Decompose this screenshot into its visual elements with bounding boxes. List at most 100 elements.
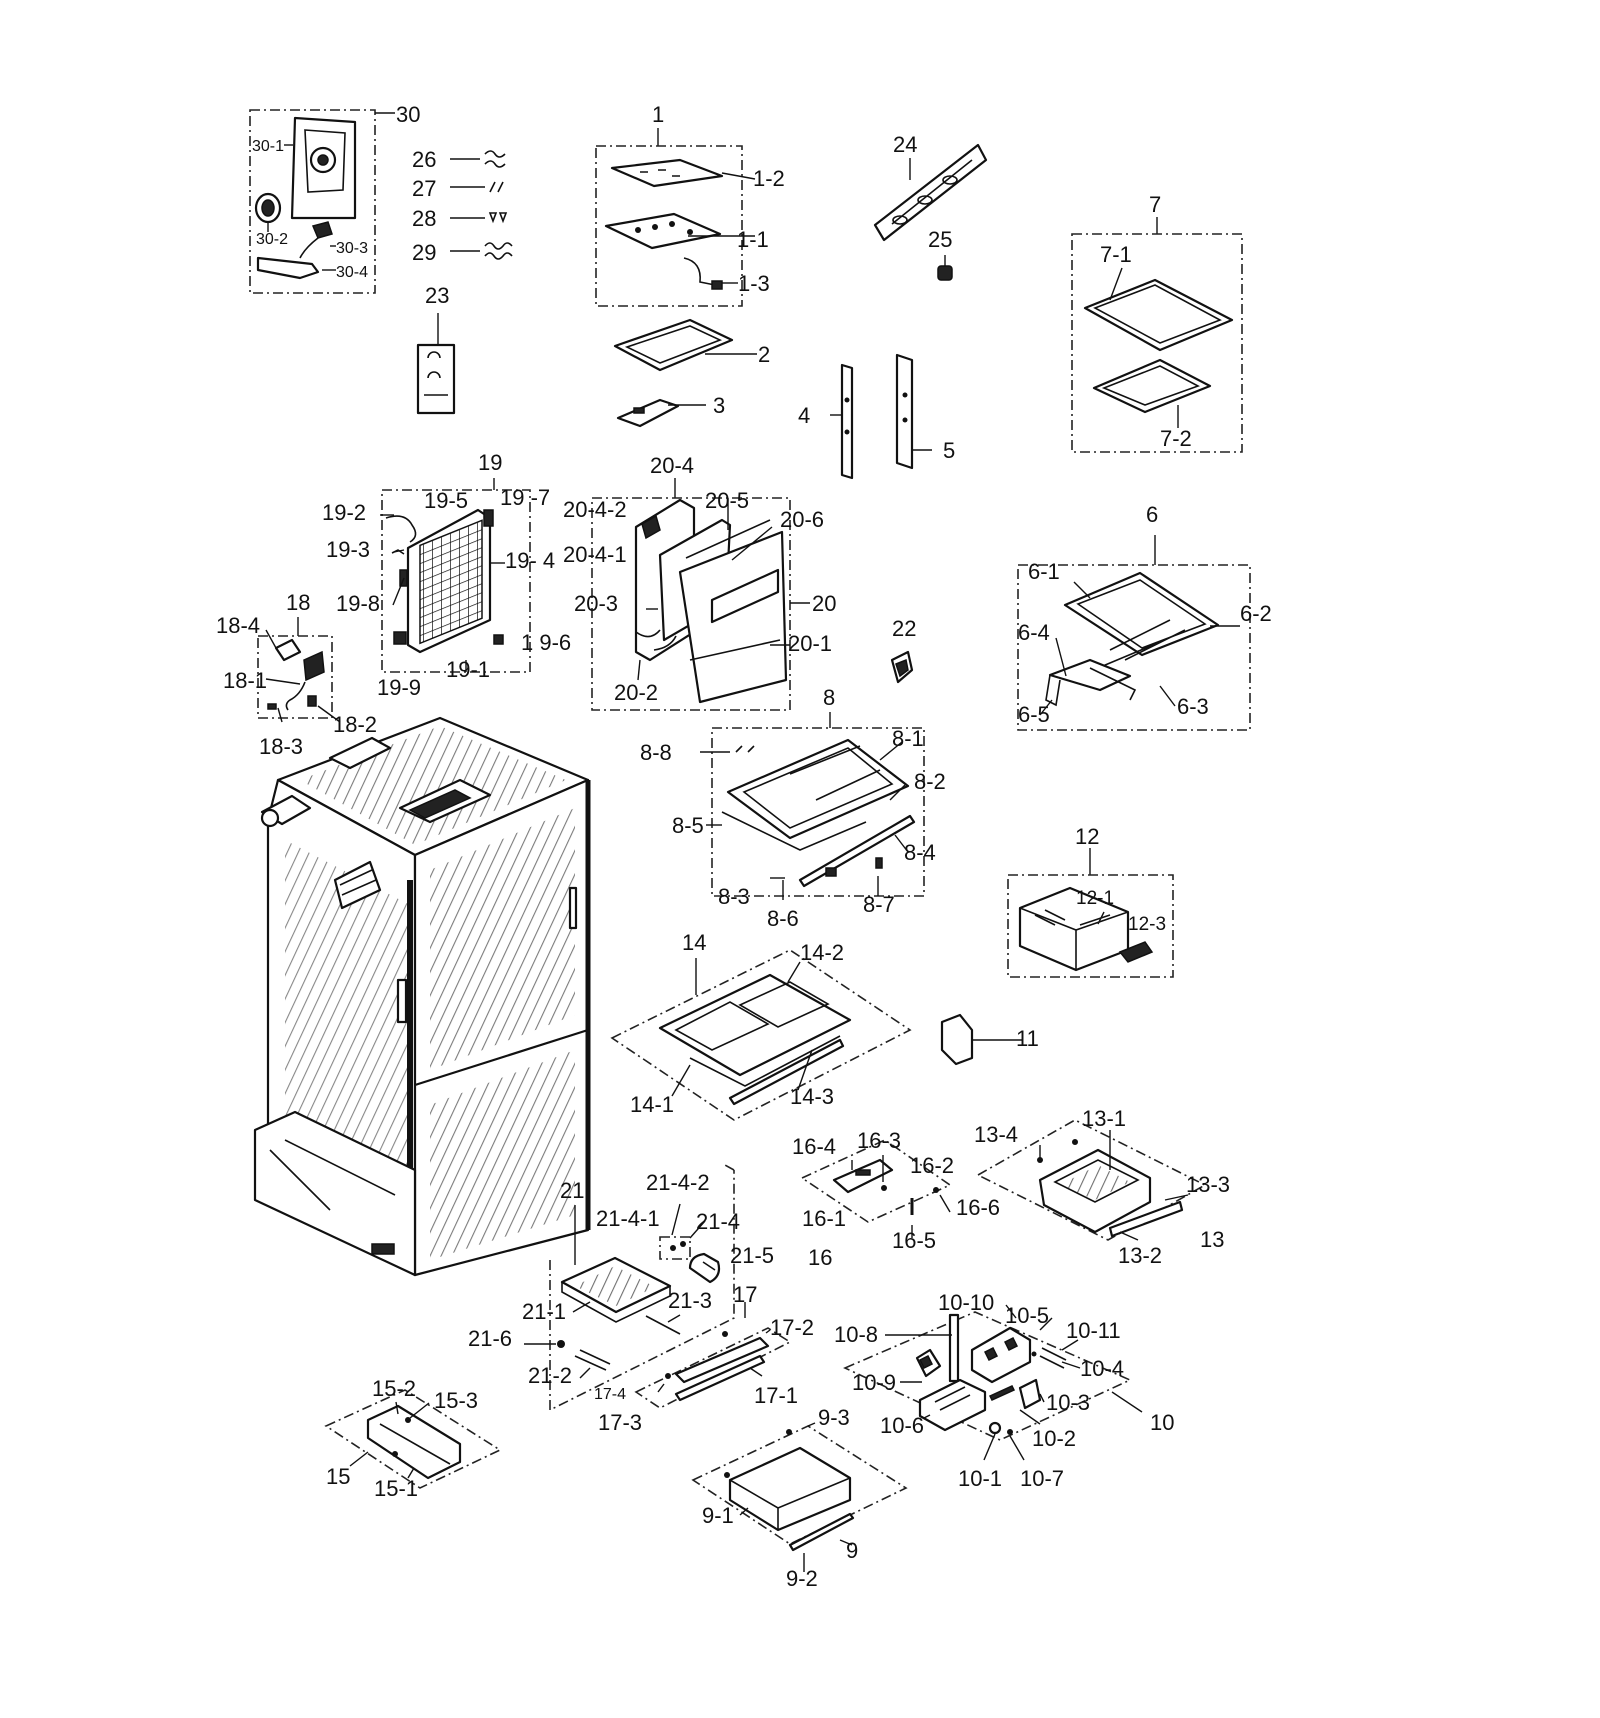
label-16: 16 [808,1245,832,1270]
part-group-8 [700,712,925,900]
part-23 [416,313,456,415]
label-21-4-2: 21-4-2 [646,1170,710,1195]
label-1-1: 1-1 [737,227,769,252]
label-30-3: 30-3 [336,240,368,257]
label-19-7: 19 -7 [500,485,550,510]
label-20-2: 20-2 [614,680,658,705]
label-10-1: 10-1 [958,1466,1002,1491]
label-6-3: 6-3 [1177,694,1209,719]
label-1: 1 [652,102,664,127]
label-19-4: 19- 4 [505,548,555,573]
label-15-2: 15-2 [372,1376,416,1401]
label-16-5: 16-5 [892,1228,936,1253]
part-group-21 [524,1164,735,1412]
refrigerator-cabinet [253,716,591,1277]
part-group-7 [1071,217,1243,453]
part-group-1 [595,128,756,307]
label-14: 14 [682,930,706,955]
label-19-6: 1 9-6 [521,630,571,655]
part-24-25 [873,143,988,281]
part-group-20 [591,478,810,711]
label-20-4-1: 20-4-1 [563,542,627,567]
part-group-13 [976,1119,1207,1241]
label-4: 4 [798,403,810,428]
part-22 [890,650,914,684]
label-17-3: 17-3 [598,1410,642,1435]
label-17-2: 17-2 [770,1315,814,1340]
label-17-4: 17-4 [594,1386,626,1403]
label-20-4: 20-4 [650,453,694,478]
label-6-1: 6-1 [1028,559,1060,584]
label-10-4: 10-4 [1080,1356,1124,1381]
part-group-19 [380,478,531,673]
label-21-2: 21-2 [528,1363,572,1388]
label-16-4: 16-4 [792,1134,836,1159]
label-9-2: 9-2 [786,1566,818,1591]
label-6-5: 6-5 [1018,702,1050,727]
label-10-8: 10-8 [834,1322,878,1347]
label-9-1: 9-1 [702,1503,734,1528]
label-10-7: 10-7 [1020,1466,1064,1491]
label-10-5: 10-5 [1005,1303,1049,1328]
label-2: 2 [758,342,770,367]
label-7: 7 [1149,192,1161,217]
label-23: 23 [425,283,449,308]
label-3: 3 [713,393,725,418]
label-20: 20 [812,591,836,616]
label-13-4: 13-4 [974,1122,1018,1147]
label-21-5: 21-5 [730,1243,774,1268]
label-10-6: 10-6 [880,1413,924,1438]
label-12-1: 12-1 [1076,888,1114,909]
label-20-1: 20-1 [788,631,832,656]
label-16-6: 16-6 [956,1195,1000,1220]
label-7-1: 7-1 [1100,242,1132,267]
label-5: 5 [943,438,955,463]
label-29: 29 [412,240,436,265]
label-19-1: 19-1 [446,657,490,682]
label-16-2: 16-2 [910,1153,954,1178]
label-8-5: 8-5 [672,813,704,838]
part-4-5 [830,353,932,480]
label-30-1: 30-1 [252,138,284,155]
label-26: 26 [412,147,436,172]
label-14-1: 14-1 [630,1092,674,1117]
label-13-2: 13-2 [1118,1243,1162,1268]
part-group-17 [634,1302,792,1409]
label-13-1: 13-1 [1082,1106,1126,1131]
label-27: 27 [412,176,436,201]
part-group-16 [800,1139,952,1238]
label-10-9: 10-9 [852,1370,896,1395]
label-13-3: 13-3 [1186,1172,1230,1197]
hardware-26-29 [450,150,513,260]
part-group-10 [843,1304,1143,1461]
label-24: 24 [893,132,917,157]
label-8: 8 [823,685,835,710]
part-group-30 [249,109,395,294]
label-18-4: 18-4 [216,613,260,638]
label-15: 15 [326,1464,350,1489]
label-18: 18 [286,590,310,615]
part-group-14 [610,949,912,1121]
label-14-2: 14-2 [800,940,844,965]
label-10-2: 10-2 [1032,1426,1076,1451]
label-19: 19 [478,450,502,475]
label-10-10: 10-10 [938,1290,994,1315]
label-9-3: 9-3 [818,1405,850,1430]
label-19-3: 19-3 [326,537,370,562]
label-21: 21 [560,1178,584,1203]
callout-labels: 30 30-1 30-2 30-3 30-4 26 27 28 29 23 1 … [216,102,1272,1591]
label-21-4-1: 21-4-1 [596,1206,660,1231]
label-8-4: 8-4 [904,840,936,865]
label-8-3: 8-3 [718,884,750,909]
part-group-9 [691,1422,908,1572]
part-11 [940,1013,1022,1066]
label-21-1: 21-1 [522,1299,566,1324]
label-25: 25 [928,227,952,252]
label-17: 17 [733,1282,757,1307]
label-12-3: 12-3 [1128,914,1166,935]
label-21-3: 21-3 [668,1288,712,1313]
label-17-1: 17-1 [754,1383,798,1408]
label-19-8: 19-8 [336,591,380,616]
label-8-8: 8-8 [640,740,672,765]
